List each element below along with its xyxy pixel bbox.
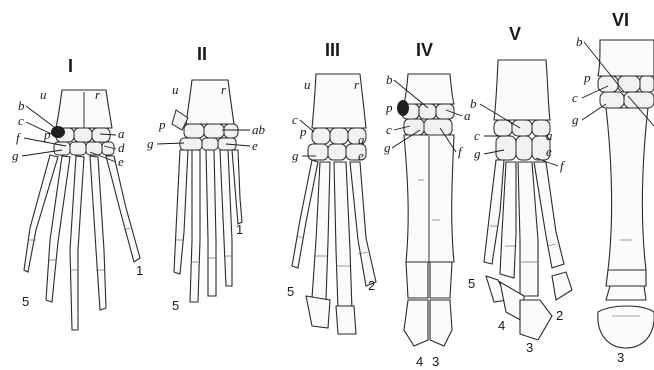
digit-5-label: 5 [468,276,475,291]
label-u: u [304,77,311,92]
carpal-row [180,124,238,150]
label-g: g [12,148,19,163]
panel-5-numeral: V [509,24,521,44]
label-c: c [292,112,298,127]
label-c: c [474,128,480,143]
panel-5: V b c g a e f [468,24,572,355]
label-b: b [470,96,477,111]
label-g: g [474,146,481,161]
digit-4-label: 4 [498,318,505,333]
label-a: a [546,128,553,143]
label-p: p [299,124,307,139]
label-c: c [572,90,578,105]
forearm [404,74,454,104]
carpal-row [598,76,654,108]
panel-3: III u r c p g a e [287,40,376,334]
label-p: p [583,70,591,85]
digits [174,150,242,302]
label-e: e [546,144,552,159]
forearm [494,60,550,120]
label-g: g [292,148,299,163]
panel-6-numeral: VI [612,10,629,30]
label-b: b [18,98,25,113]
digit-1-label: 1 [136,263,143,278]
digits [404,135,454,346]
digits [24,155,140,330]
digit-5-label: 5 [172,298,179,313]
digit-2-label: 2 [368,278,375,293]
label-e: e [252,138,258,153]
label-f: f [458,144,464,159]
digit-5-label: 5 [22,294,29,309]
label-u: u [172,82,179,97]
digit-5-label: 5 [287,284,294,299]
digit-1-label: 1 [236,222,243,237]
panel-4-numeral: IV [416,40,433,60]
digit-3-label: 3 [526,340,533,355]
digit-2-label: 2 [556,308,563,323]
panel-1-numeral: I [68,56,73,76]
digit-4-label: 4 [416,354,423,369]
label-g: g [572,112,579,127]
panel-1: I u r b [12,56,143,330]
label-p: p [385,100,393,115]
label-e: e [358,148,364,163]
carpal-row [494,120,550,160]
label-b: b [576,34,583,49]
label-a: a [118,126,125,141]
digits [292,160,376,334]
label-b: b [386,72,393,87]
label-p: p [43,127,51,142]
digit-3-label: 3 [617,350,624,365]
label-c: c [386,122,392,137]
panel-6: VI b p c g 3 [572,10,654,365]
label-g: g [384,140,391,155]
panel-3-numeral: III [325,40,340,60]
panel-2-numeral: II [197,44,207,64]
carpal-row [397,100,454,135]
panel-2: II u r p g ab e 1 [147,44,266,313]
label-c: c [18,113,24,128]
forearm [186,80,234,124]
label-d: d [118,140,125,155]
label-u: u [40,87,47,102]
digit-3-label: 3 [432,354,439,369]
label-p: p [158,117,166,132]
label-f: f [560,158,566,173]
digits [598,108,654,348]
label-g: g [147,136,154,151]
label-e: e [118,154,124,169]
label-f: f [16,130,22,145]
label-ab: ab [252,122,266,137]
label-a: a [358,132,365,147]
panel-4: IV b a p c g f [384,40,471,369]
